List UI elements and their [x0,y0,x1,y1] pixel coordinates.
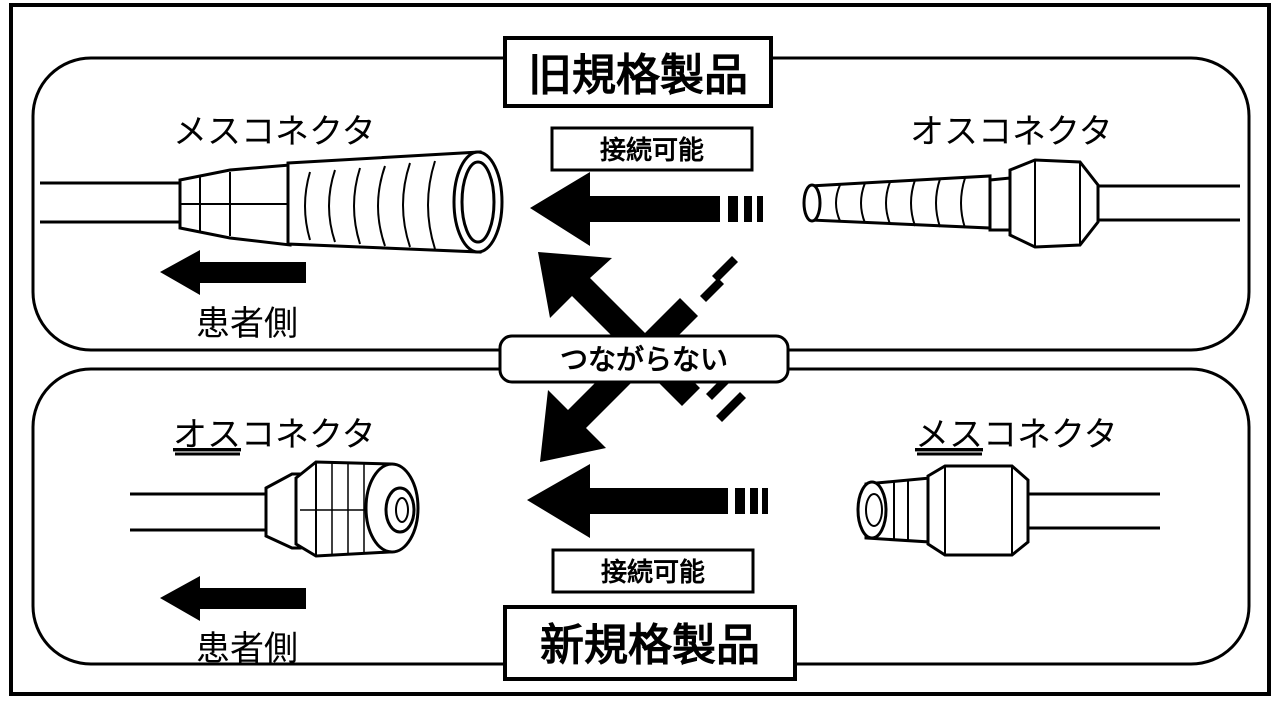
old-standard-title-box [503,36,773,108]
arrow-left-icon [160,576,306,621]
female-connector-old-icon [40,150,504,254]
old-compatible-box [550,126,754,172]
male-connector-new-icon [130,460,420,558]
old-compatible-label: 接続可能 [600,135,704,166]
new-male-label-underlined: オス [173,415,241,455]
new-patient-side-label: 患者側 [196,629,298,669]
arrow-left-icon [160,250,306,295]
new-compatible-label: 接続可能 [601,557,705,588]
incompatible-box [498,334,790,384]
new-compatible-box [551,548,755,594]
new-standard-title-box [503,605,797,681]
new-female-label: メスコネクタ [915,415,1118,455]
female-connector-new-icon [856,464,1160,557]
new-female-label-underlined: メス [915,415,983,455]
old-standard-title: 旧規格製品 [528,50,748,101]
new-male-label-rest: コネクタ [241,415,376,455]
old-male-label: オスコネクタ [910,112,1113,152]
old-patient-side-label: 患者側 [196,304,298,344]
new-standard-title: 新規格製品 [540,620,760,671]
old-female-label: メスコネクタ [173,112,376,152]
new-female-label-rest: コネクタ [983,415,1118,455]
male-connector-old-icon [802,158,1240,249]
incompatible-label: つながらない [560,343,728,376]
new-male-label: オスコネクタ [173,415,376,455]
arrow-left-icon [527,464,768,538]
arrow-left-icon [530,172,763,246]
